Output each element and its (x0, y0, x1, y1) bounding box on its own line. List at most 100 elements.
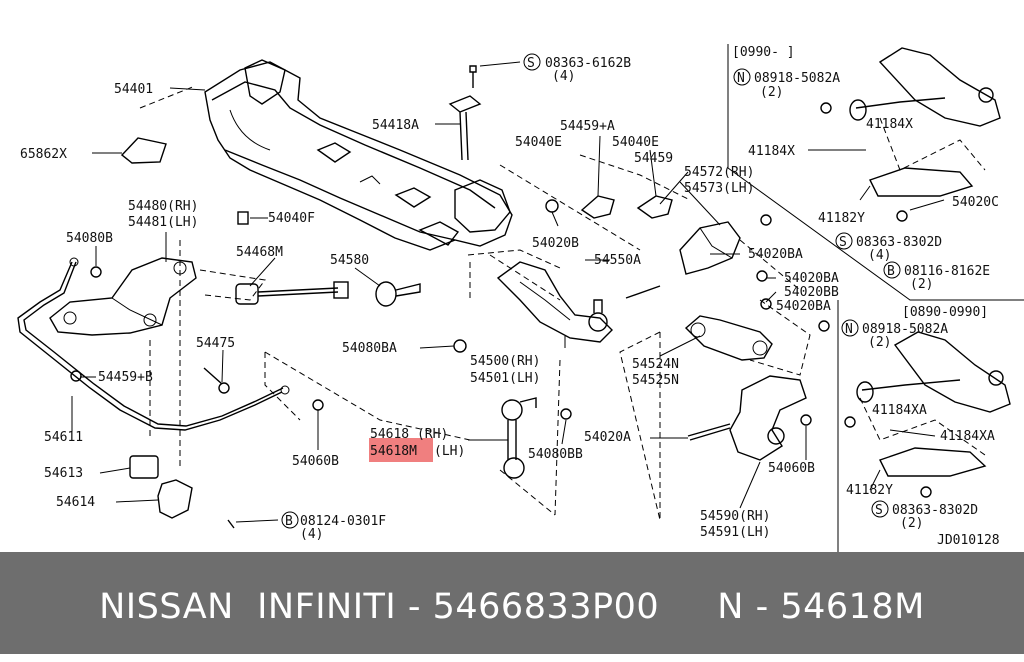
svg-text:S: S (839, 235, 847, 250)
bush-54580 (375, 281, 421, 307)
part-label[interactable]: 54613 (44, 466, 83, 481)
part-label[interactable]: 54572(RH) (684, 165, 754, 180)
part-label[interactable]: 08363-8302D (856, 235, 942, 250)
bracket-54572 (679, 221, 741, 275)
part-label[interactable]: 54401 (114, 82, 153, 97)
bracket-54480 (49, 257, 197, 336)
circled-letter: S (871, 500, 889, 518)
part-label[interactable]: 54611 (44, 430, 83, 445)
circled-prefixes: S N S B N S B (281, 53, 901, 529)
crossmember-54401 (204, 59, 513, 251)
part-label[interactable]: 41184X (866, 117, 913, 132)
part-label[interactable]: (4) (868, 248, 891, 263)
part-label[interactable]: 54618 (RH) (370, 427, 448, 442)
stabilizer-link-54618 (501, 397, 537, 479)
part-label[interactable]: 54040E (612, 135, 659, 150)
part-label[interactable]: (4) (552, 69, 575, 84)
part-label[interactable]: 54525N (632, 373, 679, 388)
part-label[interactable]: 54481(LH) (128, 215, 198, 230)
part-label[interactable]: 54020A (584, 430, 631, 445)
part-label[interactable]: 54591(LH) (700, 525, 770, 540)
clamp-54614 (157, 479, 193, 519)
link-54468m (235, 281, 349, 305)
link-54524n (684, 315, 773, 361)
part-label[interactable]: 08363-8302D (892, 503, 978, 518)
part-label[interactable]: 54020BA (748, 247, 803, 262)
stabilizer-bar-54611 (17, 257, 290, 431)
part-label[interactable]: 54480(RH) (128, 199, 198, 214)
lower-link-54500 (496, 261, 613, 343)
part-label[interactable]: 41182Y (846, 483, 893, 498)
circled-letter: B (883, 261, 901, 279)
bushing-54613 (129, 455, 159, 479)
part-label[interactable]: 54020C (952, 195, 999, 210)
highlight-box (369, 438, 433, 462)
highlighted-part-label[interactable]: 54618M (370, 444, 417, 459)
part-label[interactable]: (2) (900, 516, 923, 531)
part-label[interactable]: 54459 (634, 151, 673, 166)
part-label[interactable]: 54080BA (342, 341, 397, 356)
dashed-guide-lines (139, 85, 986, 521)
hardware-items (70, 65, 932, 529)
svg-text:N: N (737, 71, 745, 86)
part-label[interactable]: 08116-8162E (904, 264, 990, 279)
part-label[interactable]: 54500(RH) (470, 354, 540, 369)
footer-bar: NISSAN INFINITI - 5466833P00 N - 54618M (0, 552, 1024, 654)
part-label[interactable]: 08363-6162B (545, 56, 631, 71)
circled-letter: S (835, 232, 853, 250)
part-label[interactable]: 54040F (268, 211, 315, 226)
part-label[interactable]: 54020B (532, 236, 579, 251)
part-labels: 54401 65862X 54480(RH) 54481(LH) 54080B … (20, 45, 999, 542)
part-label[interactable]: 54060B (768, 461, 815, 476)
svg-text:B: B (285, 514, 293, 529)
bracket-65862x (120, 137, 167, 164)
inset-frames (727, 44, 1024, 552)
part-label[interactable]: 54060B (292, 454, 339, 469)
part-label: [0990- ] (732, 45, 795, 60)
part-label[interactable]: 54501(LH) (470, 371, 540, 386)
knuckle-54590 (687, 375, 807, 461)
footer-title: NISSAN INFINITI - 5466833P00 N - 54618M (99, 587, 925, 627)
bracket-54459 (636, 195, 673, 219)
part-label[interactable]: 54418A (372, 118, 419, 133)
part-label[interactable]: 08124-0301F (300, 514, 386, 529)
part-label[interactable]: 08918-5082A (754, 71, 840, 86)
part-label[interactable]: 54459+A (560, 119, 615, 134)
part-label[interactable]: 54020BA (784, 271, 839, 286)
part-label[interactable]: 54459+B (98, 370, 153, 385)
part-label[interactable]: 54550A (594, 253, 641, 268)
circled-letter: B (281, 511, 299, 529)
circled-letter: N (733, 68, 751, 86)
upper-link-inset-bottom (856, 331, 1011, 477)
svg-text:S: S (875, 503, 883, 518)
part-label[interactable]: 65862X (20, 147, 67, 162)
part-label[interactable]: 54524N (632, 357, 679, 372)
part-label[interactable]: (4) (300, 527, 323, 542)
part-label[interactable]: 54475 (196, 336, 235, 351)
part-label[interactable]: 41184XA (940, 429, 995, 444)
part-label[interactable]: 54020BB (784, 285, 839, 300)
svg-text:B: B (887, 264, 895, 279)
figure-code: JD010128 (937, 533, 1000, 548)
part-label[interactable]: 41182Y (818, 211, 865, 226)
part-label[interactable]: 54590(RH) (700, 509, 770, 524)
part-label[interactable]: 54080BB (528, 447, 583, 462)
part-label[interactable]: 54573(LH) (684, 181, 754, 196)
part-label[interactable]: (2) (868, 335, 891, 350)
part-label[interactable]: (2) (760, 85, 783, 100)
part-label[interactable]: 08918-5082A (862, 322, 948, 337)
part-label[interactable]: 54614 (56, 495, 95, 510)
part-label[interactable]: 54468M (236, 245, 283, 260)
part-label[interactable]: 54080B (66, 231, 113, 246)
part-label[interactable]: 54580 (330, 253, 369, 268)
part-label[interactable]: 54040E (515, 135, 562, 150)
part-label[interactable]: 41184XA (872, 403, 927, 418)
part-label[interactable]: 41184X (748, 144, 795, 159)
part-label[interactable]: (LH) (434, 444, 465, 459)
svg-text:N: N (845, 322, 853, 337)
part-label[interactable]: (2) (910, 277, 933, 292)
part-label[interactable]: 54020BA (776, 299, 831, 314)
leader-lines (71, 61, 945, 523)
circled-letter: N (841, 319, 859, 337)
